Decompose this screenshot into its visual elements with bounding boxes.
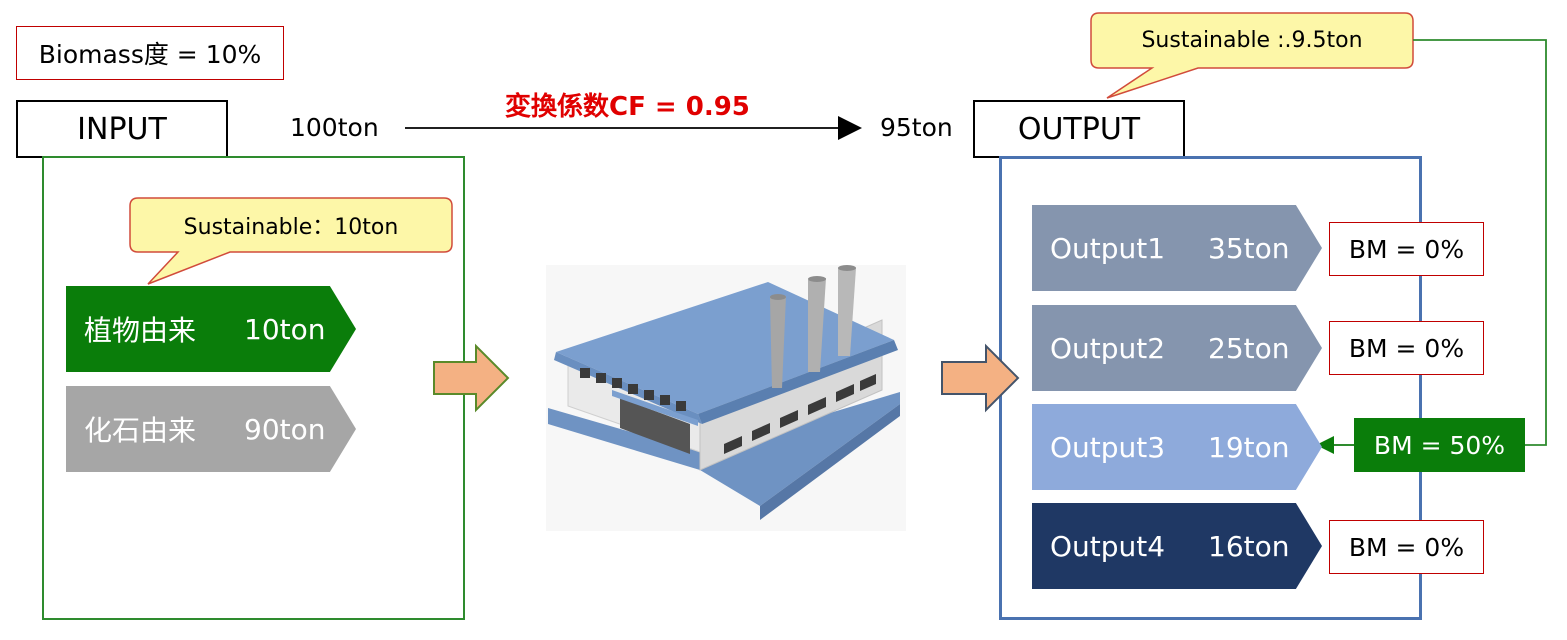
output-row-amount: 35ton (1208, 231, 1290, 265)
conversion-factor: 変換係数CF = 0.95 (505, 92, 750, 122)
output-row-4: Output4 16ton (1032, 503, 1322, 589)
output-row-name: Output2 (1050, 331, 1166, 365)
input-label-text: INPUT (77, 111, 167, 147)
bm-box-output4: BM = 0% (1329, 520, 1484, 574)
input-callout-text: Sustainable：10ton (183, 215, 399, 240)
output-row-name: Output3 (1050, 430, 1166, 464)
process-arrow-icon (433, 343, 1020, 413)
output-callout-text: Sustainable :.9.5ton (1141, 28, 1363, 53)
output-callout-icon (1090, 12, 1414, 99)
output-label: OUTPUT (973, 100, 1185, 158)
bm-value: BM = 50% (1373, 430, 1506, 460)
input-row-plant: 植物由来 10ton (66, 286, 356, 372)
output-row-3: Output3 19ton (1032, 404, 1322, 490)
bm-value: BM = 0% (1348, 234, 1465, 264)
flow-arrow (405, 116, 862, 140)
output-amount: 95ton (880, 113, 953, 142)
bm-box-output1: BM = 0% (1329, 222, 1484, 276)
input-row-name: 化石由来 (84, 414, 197, 447)
bm-value: BM = 0% (1348, 532, 1465, 562)
output-row-name: Output4 (1050, 529, 1166, 563)
input-row-name: 植物由来 (84, 314, 197, 347)
bm-box-output3: BM = 50% (1354, 418, 1525, 472)
sustainable-connector (1316, 39, 1547, 454)
input-row-amount: 10ton (244, 312, 326, 346)
input-row-fossil: 化石由来 90ton (66, 386, 356, 472)
input-row-amount: 90ton (244, 412, 326, 446)
output-label-text: OUTPUT (1017, 111, 1141, 147)
output-row-amount: 25ton (1208, 331, 1290, 365)
bm-value: BM = 0% (1348, 333, 1465, 363)
output-row-1: Output1 35ton (1032, 205, 1322, 291)
input-callout-icon (129, 197, 453, 285)
biomass-ratio-box: Biomass度 = 10% (16, 26, 284, 80)
output-row-name: Output1 (1050, 231, 1166, 265)
output-row-amount: 19ton (1208, 430, 1290, 464)
bm-box-output2: BM = 0% (1329, 321, 1484, 375)
factory-icon (546, 265, 906, 531)
output-row-2: Output2 25ton (1032, 305, 1322, 391)
output-row-amount: 16ton (1208, 529, 1290, 563)
biomass-ratio-text: Biomass度 = 10% (38, 40, 262, 69)
input-amount: 100ton (290, 113, 379, 142)
